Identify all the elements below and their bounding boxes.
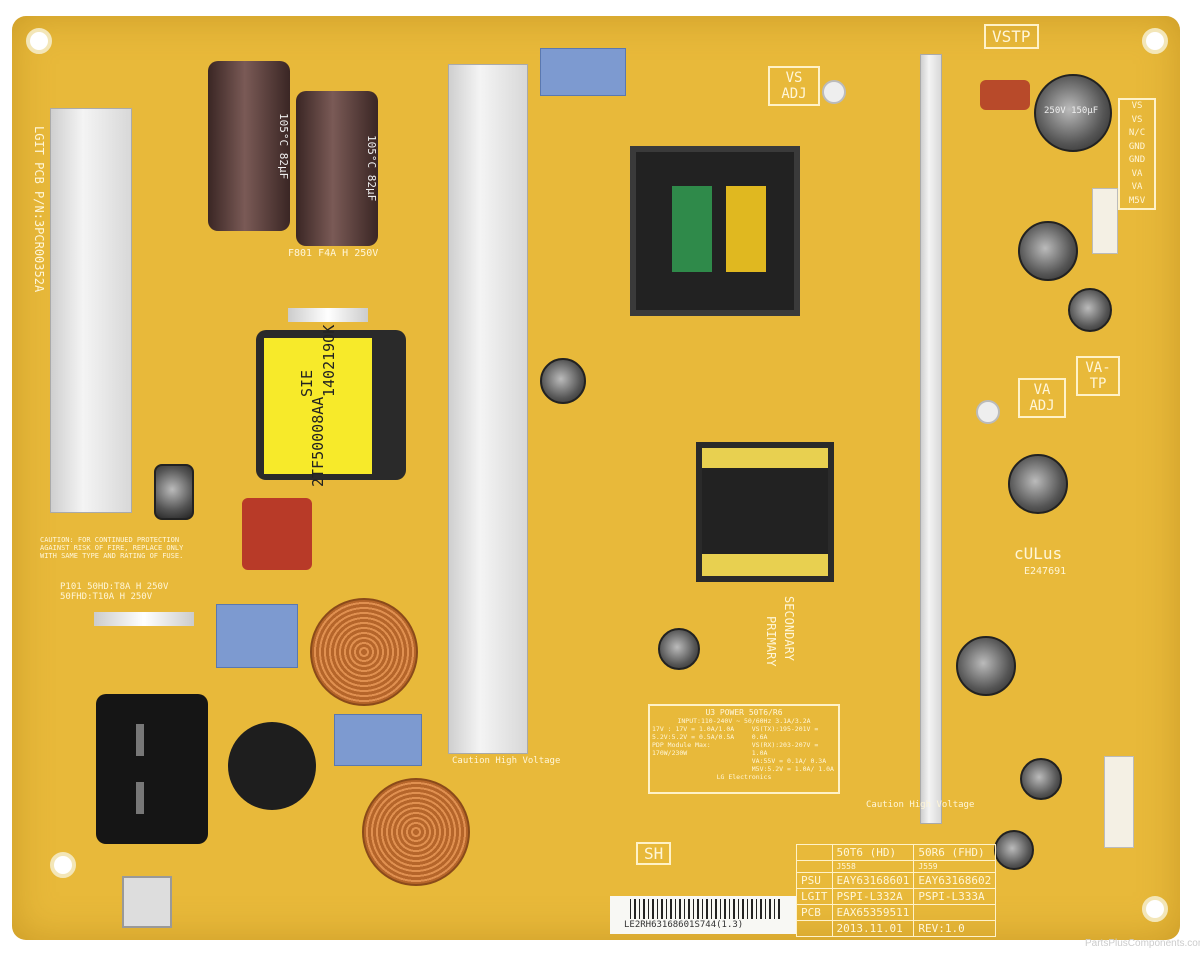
va-tp-label: VA-TP — [1076, 356, 1120, 396]
capacitor — [980, 80, 1030, 110]
heatsink-left — [50, 108, 132, 513]
mounting-hole — [1142, 896, 1168, 922]
transformer-core — [726, 186, 766, 272]
capacitor — [1020, 758, 1062, 800]
electrolytic-capacitor: 105°C 82µF — [296, 91, 378, 246]
thermistor — [228, 722, 316, 810]
fuse-label: F801 F4A H 250V — [288, 248, 379, 259]
ratings-box: U3 POWER 50T6/R6 INPUT:110-240V ~ 50/60H… — [648, 704, 840, 794]
capacitor — [154, 464, 194, 520]
capacitor — [956, 636, 1016, 696]
vs-adj-label: VS ADJ — [768, 66, 820, 106]
main-transformer — [630, 146, 800, 316]
transformer-core — [702, 448, 828, 468]
film-capacitor — [216, 604, 298, 668]
inlet-pin — [136, 782, 144, 814]
mounting-hole — [50, 852, 76, 878]
va-adj-label: VA ADJ — [1018, 378, 1066, 418]
va-adj-potentiometer[interactable] — [976, 400, 1000, 424]
transformer-core — [672, 186, 712, 272]
secondary-label: SECONDARY — [782, 596, 796, 662]
sh-label: SH — [636, 842, 672, 865]
primary-label: PRIMARY — [764, 616, 778, 667]
ul-number: E247691 — [1024, 566, 1067, 577]
capacitor — [1068, 288, 1112, 332]
mounting-hole — [26, 28, 52, 54]
output-connector[interactable] — [1092, 188, 1118, 254]
toroid-inductor — [310, 598, 418, 706]
capacitor — [658, 628, 700, 670]
ac-power-inlet[interactable] — [96, 694, 208, 844]
electrolytic-capacitor: 250V 150µF — [1034, 74, 1112, 152]
heatsink-center — [448, 64, 528, 754]
toroid-inductor — [362, 778, 470, 886]
secondary-transformer — [696, 442, 834, 582]
vs-adj-potentiometer[interactable] — [822, 80, 846, 104]
inlet-pin — [136, 724, 144, 756]
fuse — [288, 308, 368, 322]
heatsink-right — [920, 54, 942, 824]
mounting-hole — [1142, 28, 1168, 54]
caution-high-voltage: Caution High Voltage — [452, 756, 561, 766]
barcode-sticker: LE2RH63168601S744(1.3) — [610, 896, 796, 934]
main-fuse — [94, 612, 194, 626]
signal-connector[interactable] — [1104, 756, 1134, 848]
capacitor — [994, 830, 1034, 870]
ground-lug — [122, 876, 172, 928]
pcb-part-number: LGIT PCB P/N:3PCR00352A — [32, 126, 46, 293]
vstp-label: VSTP — [984, 24, 1039, 49]
ul-mark: cULus — [1014, 544, 1063, 563]
film-capacitor — [540, 48, 626, 96]
capacitor — [1008, 454, 1068, 514]
watermark: PartsPlusComponents.com — [1085, 938, 1200, 949]
x-capacitor — [242, 498, 312, 570]
film-capacitor — [334, 714, 422, 766]
pcb-board: LGIT PCB P/N:3PCR00352A 105°C 82µF 105°C… — [12, 16, 1180, 940]
caution-label: CAUTION: FOR CONTINUED PROTECTION AGAINS… — [40, 536, 184, 560]
electrolytic-capacitor: 105°C 82µF — [208, 61, 290, 231]
barcode-text: LE2RH63168601S744(1.3) — [624, 920, 744, 930]
caution-high-voltage: Caution High Voltage — [866, 800, 975, 810]
barcode — [630, 899, 780, 919]
capacitor — [1018, 221, 1078, 281]
capacitor — [540, 358, 586, 404]
transformer-core — [702, 554, 828, 576]
